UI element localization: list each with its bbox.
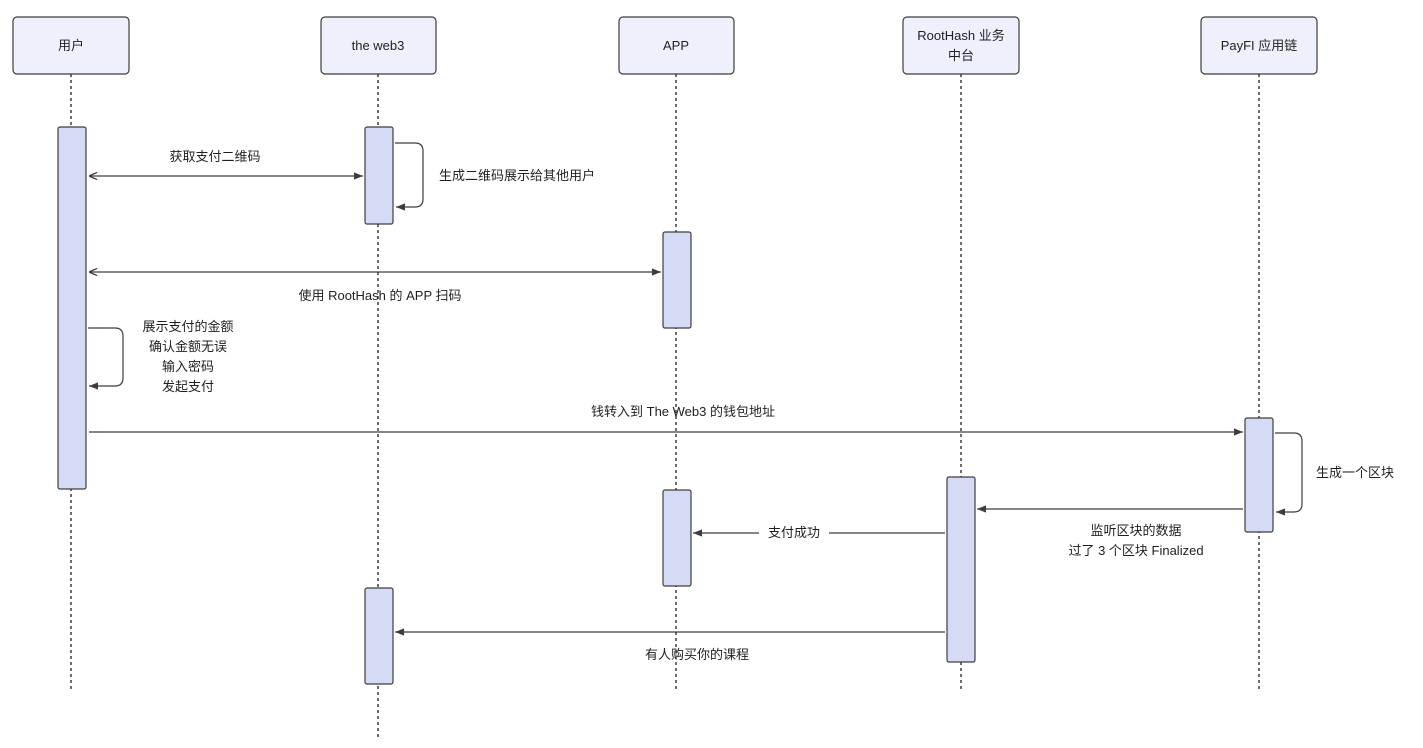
message-get-qr: 获取支付二维码 — [89, 149, 363, 176]
activation-web3-2 — [364, 587, 394, 685]
message-label-line-1: 监听区块的数据 — [1090, 523, 1181, 538]
message-user-steps: 展示支付的金额 确认金额无误 输入密码 发起支付 — [88, 319, 234, 394]
message-transfer: 钱转入到 The Web3 的钱包地址 — [89, 404, 1243, 436]
message-label: 获取支付二维码 — [169, 149, 260, 164]
step-label: 输入密码 — [162, 359, 214, 374]
participant-web3: the web3 — [320, 16, 437, 75]
participant-box — [12, 16, 130, 75]
message-label-line-2: 过了 3 个区块 Finalized — [1068, 543, 1203, 558]
self-loop-arrow — [395, 142, 424, 211]
message-scan: 使用 RootHash 的 APP 扫码 — [89, 272, 661, 303]
message-label: 生成二维码展示给其他用户 — [439, 168, 595, 183]
message-label: 支付成功 — [768, 525, 820, 540]
message-purchase: 有人购买你的课程 — [395, 628, 945, 662]
participant-app: APP — [618, 16, 735, 75]
activation-app-2 — [662, 489, 692, 587]
self-loop-arrow — [88, 327, 124, 390]
participant-label: APP — [663, 38, 689, 53]
message-label: 钱转入到 The Web3 的钱包地址 — [591, 404, 775, 419]
step-label: 发起支付 — [162, 379, 214, 394]
self-loop-arrow — [1275, 432, 1303, 516]
message-gen-qr: 生成二维码展示给其他用户 — [395, 142, 595, 211]
participant-box — [618, 16, 735, 75]
message-gen-block: 生成一个区块 — [1275, 432, 1394, 516]
message-pay-success: 支付成功 — [693, 525, 945, 540]
participant-box — [1200, 16, 1318, 75]
participant-label: the web3 — [352, 38, 405, 53]
step-label: 展示支付的金额 — [142, 319, 233, 334]
participant-box — [320, 16, 437, 75]
step-label: 确认金额无误 — [149, 339, 227, 354]
participant-label-line-2: 中台 — [948, 48, 974, 63]
message-label: 有人购买你的课程 — [645, 647, 749, 662]
message-label: 生成一个区块 — [1316, 465, 1394, 480]
participant-payfi: PayFI 应用链 — [1200, 16, 1318, 75]
activation-user — [57, 126, 87, 490]
participant-user: 用户 — [12, 16, 130, 75]
participant-label: PayFI 应用链 — [1221, 38, 1298, 53]
message-listen: 监听区块的数据 过了 3 个区块 Finalized — [977, 505, 1243, 558]
message-label: 使用 RootHash 的 APP 扫码 — [298, 288, 461, 303]
participant-roothash: RootHash 业务 中台 — [902, 16, 1020, 75]
activation-payfi — [1244, 417, 1274, 533]
activation-roothash — [946, 476, 976, 663]
activation-app-1 — [662, 231, 692, 329]
activation-web3-1 — [364, 126, 394, 225]
participant-label-line-1: RootHash 业务 — [917, 28, 1004, 43]
participant-label: 用户 — [58, 38, 84, 53]
participant-box — [902, 16, 1020, 75]
